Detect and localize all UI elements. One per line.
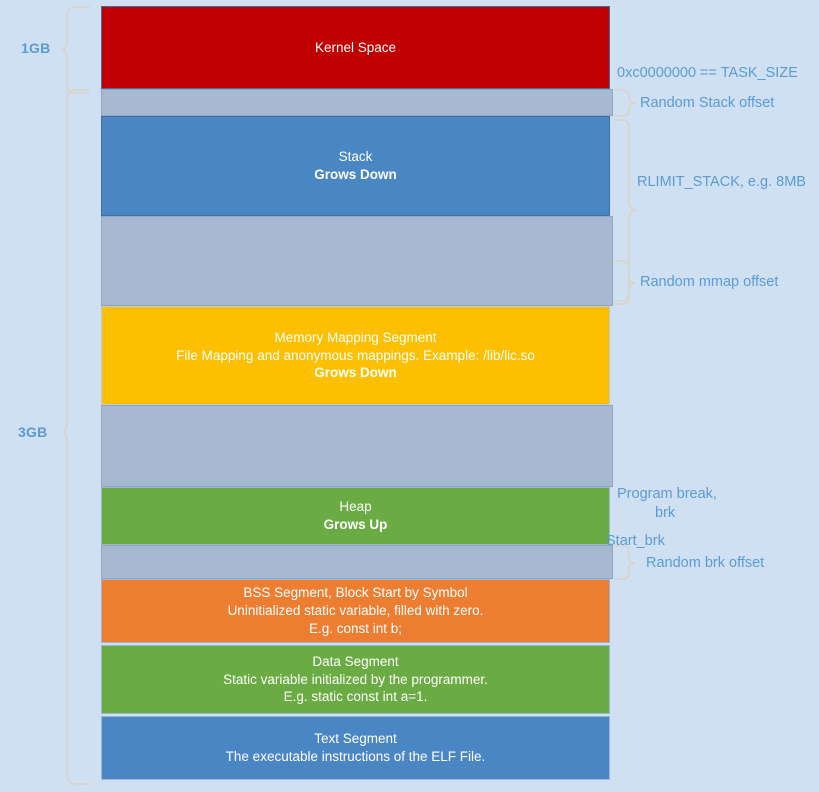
user-space-brace: [61, 89, 90, 785]
block-stack: Stack Grows Down: [101, 116, 610, 216]
block-memory-mapping-segment: Memory Mapping Segment File Mapping and …: [101, 306, 610, 405]
kernel-space-brace: [61, 6, 90, 94]
block-text-line-0: Text Segment: [314, 731, 397, 747]
block-stack-line-0: Stack: [338, 149, 373, 165]
annotation-program-break: Program break,: [617, 486, 717, 502]
block-kernel-space-line-0: Kernel Space: [314, 39, 397, 55]
block-text-segment: Text Segment The executable instructions…: [101, 716, 610, 780]
block-random-mmap-offset-gap: [101, 216, 613, 306]
annotation-rlimit-stack: RLIMIT_STACK, e.g. 8MB: [637, 174, 806, 190]
block-mmap-line-0: Memory Mapping Segment: [274, 329, 437, 345]
block-data-line-2: E.g. static const int a=1.: [283, 689, 428, 705]
scale-label-3gb: 3GB: [18, 424, 48, 440]
block-unused-gap: [101, 405, 613, 487]
random-stack-offset-brace: [614, 89, 636, 117]
annotation-random-brk-offset: Random brk offset: [646, 555, 765, 571]
annotation-random-mmap-offset: Random mmap offset: [640, 274, 779, 290]
block-heap-line-1: Grows Up: [323, 517, 388, 532]
block-random-brk-offset-gap: [101, 545, 613, 579]
block-data-line-0: Data Segment: [312, 653, 399, 669]
block-bss-line-1: Uninitialized static variable, filled wi…: [227, 603, 484, 619]
block-mmap-line-2: Grows Down: [314, 365, 397, 381]
block-stack-line-1: Grows Down: [314, 167, 397, 182]
block-bss-line-0: BSS Segment, Block Start by Symbol: [243, 585, 468, 601]
block-text-line-1: The executable instructions of the ELF F…: [225, 749, 486, 764]
block-data-segment: Data Segment Static variable initialized…: [101, 645, 610, 714]
block-data-line-1: Static variable initialized by the progr…: [223, 671, 488, 687]
block-bss-segment: BSS Segment, Block Start by Symbol Unini…: [101, 579, 610, 643]
block-heap: Heap Grows Up: [101, 487, 610, 545]
annotation-program-break-brk: brk: [655, 505, 676, 521]
annotation-start-brk: Start_brk: [606, 533, 665, 549]
block-bss-line-2: E.g. const int b;: [308, 620, 403, 636]
random-mmap-offset-brace: [614, 260, 636, 305]
block-mmap-line-1: File Mapping and anonymous mappings. Exa…: [176, 347, 535, 363]
annotation-task-size: 0xc0000000 == TASK_SIZE: [617, 65, 798, 81]
block-kernel-space: Kernel Space: [101, 6, 610, 89]
scale-label-1gb: 1GB: [21, 40, 51, 56]
block-random-stack-offset-gap: [101, 89, 613, 116]
annotation-random-stack-offset: Random Stack offset: [640, 95, 775, 111]
rlimit-stack-brace: [614, 119, 638, 302]
block-heap-line-0: Heap: [339, 499, 372, 515]
